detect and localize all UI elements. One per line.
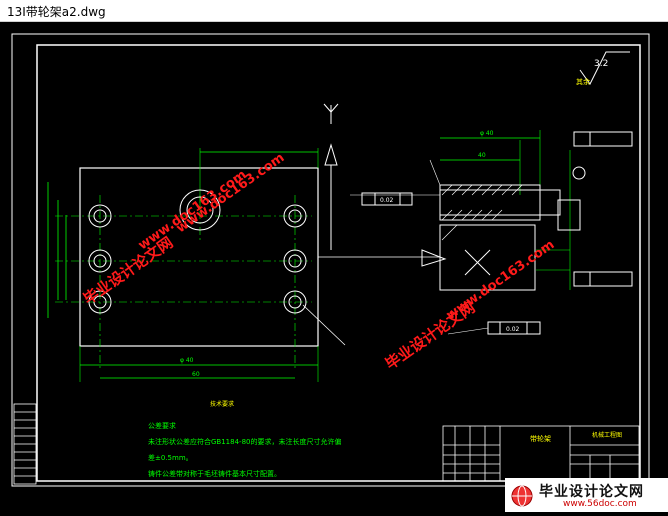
drawing-frame (11, 33, 650, 487)
notes-line-1: 公差要求 (148, 421, 176, 430)
window-title-bar: 13I带轮架a2.dwg (0, 0, 668, 22)
roughness-rest-label: 其余 (576, 77, 590, 86)
dim-width-2: 40 (478, 152, 486, 159)
dim-bottom-1: φ 40 (180, 357, 194, 364)
watermark-group: 毕业设计论文网 www.doc163.com 毕业设计论文网 www.doc16… (80, 150, 557, 373)
view-direction-y (323, 103, 339, 250)
watermark-url-3: www.doc163.com (174, 150, 288, 236)
globe-icon (511, 485, 533, 507)
banner-url: www.56doc.com (563, 499, 637, 509)
window-title: 13I带轮架a2.dwg (7, 5, 106, 19)
dim-bottom-2: 60 (192, 371, 200, 378)
notes-line-2: 未注形状公差应符合GB1184-80的要求，未注长度尺寸允许偏 (148, 437, 341, 446)
banner-title: 毕业设计论文网 (539, 484, 644, 500)
frame-value-1: 0.02 (380, 197, 394, 204)
side-table (13, 403, 37, 485)
feature-control-frames: 0.02 0.02 (361, 131, 633, 335)
notes-line-4: 铸件公差带对称于毛坯铸件基本尺寸配置。 (148, 469, 281, 478)
title-block-name: 带轮架 (530, 434, 551, 443)
section-arrow (318, 249, 447, 267)
front-view: φ 40 60 (47, 148, 346, 382)
roughness-value: 3.2 (594, 59, 608, 69)
title-block-drawing: 机械工程图 (592, 431, 622, 439)
roughness-symbol: 3.2 其余 (576, 51, 630, 86)
notes-line-3: 差±0.5mm。 (148, 453, 193, 462)
watermark-url-2: www.doc163.com (444, 237, 558, 323)
notes-heading: 技术要求 (210, 400, 234, 408)
technical-notes: 技术要求 公差要求 未注形状公差应符合GB1184-80的要求，未注长度尺寸允许… (148, 400, 341, 478)
title-block (442, 425, 640, 482)
frame-value-2: 0.02 (506, 326, 520, 333)
side-view: φ 40 40 (350, 130, 586, 291)
site-banner: 毕业设计论文网 www.56doc.com (505, 478, 668, 512)
drawing-canvas[interactable]: 3.2 其余 (0, 22, 668, 512)
dim-width-1: φ 40 (480, 130, 494, 137)
